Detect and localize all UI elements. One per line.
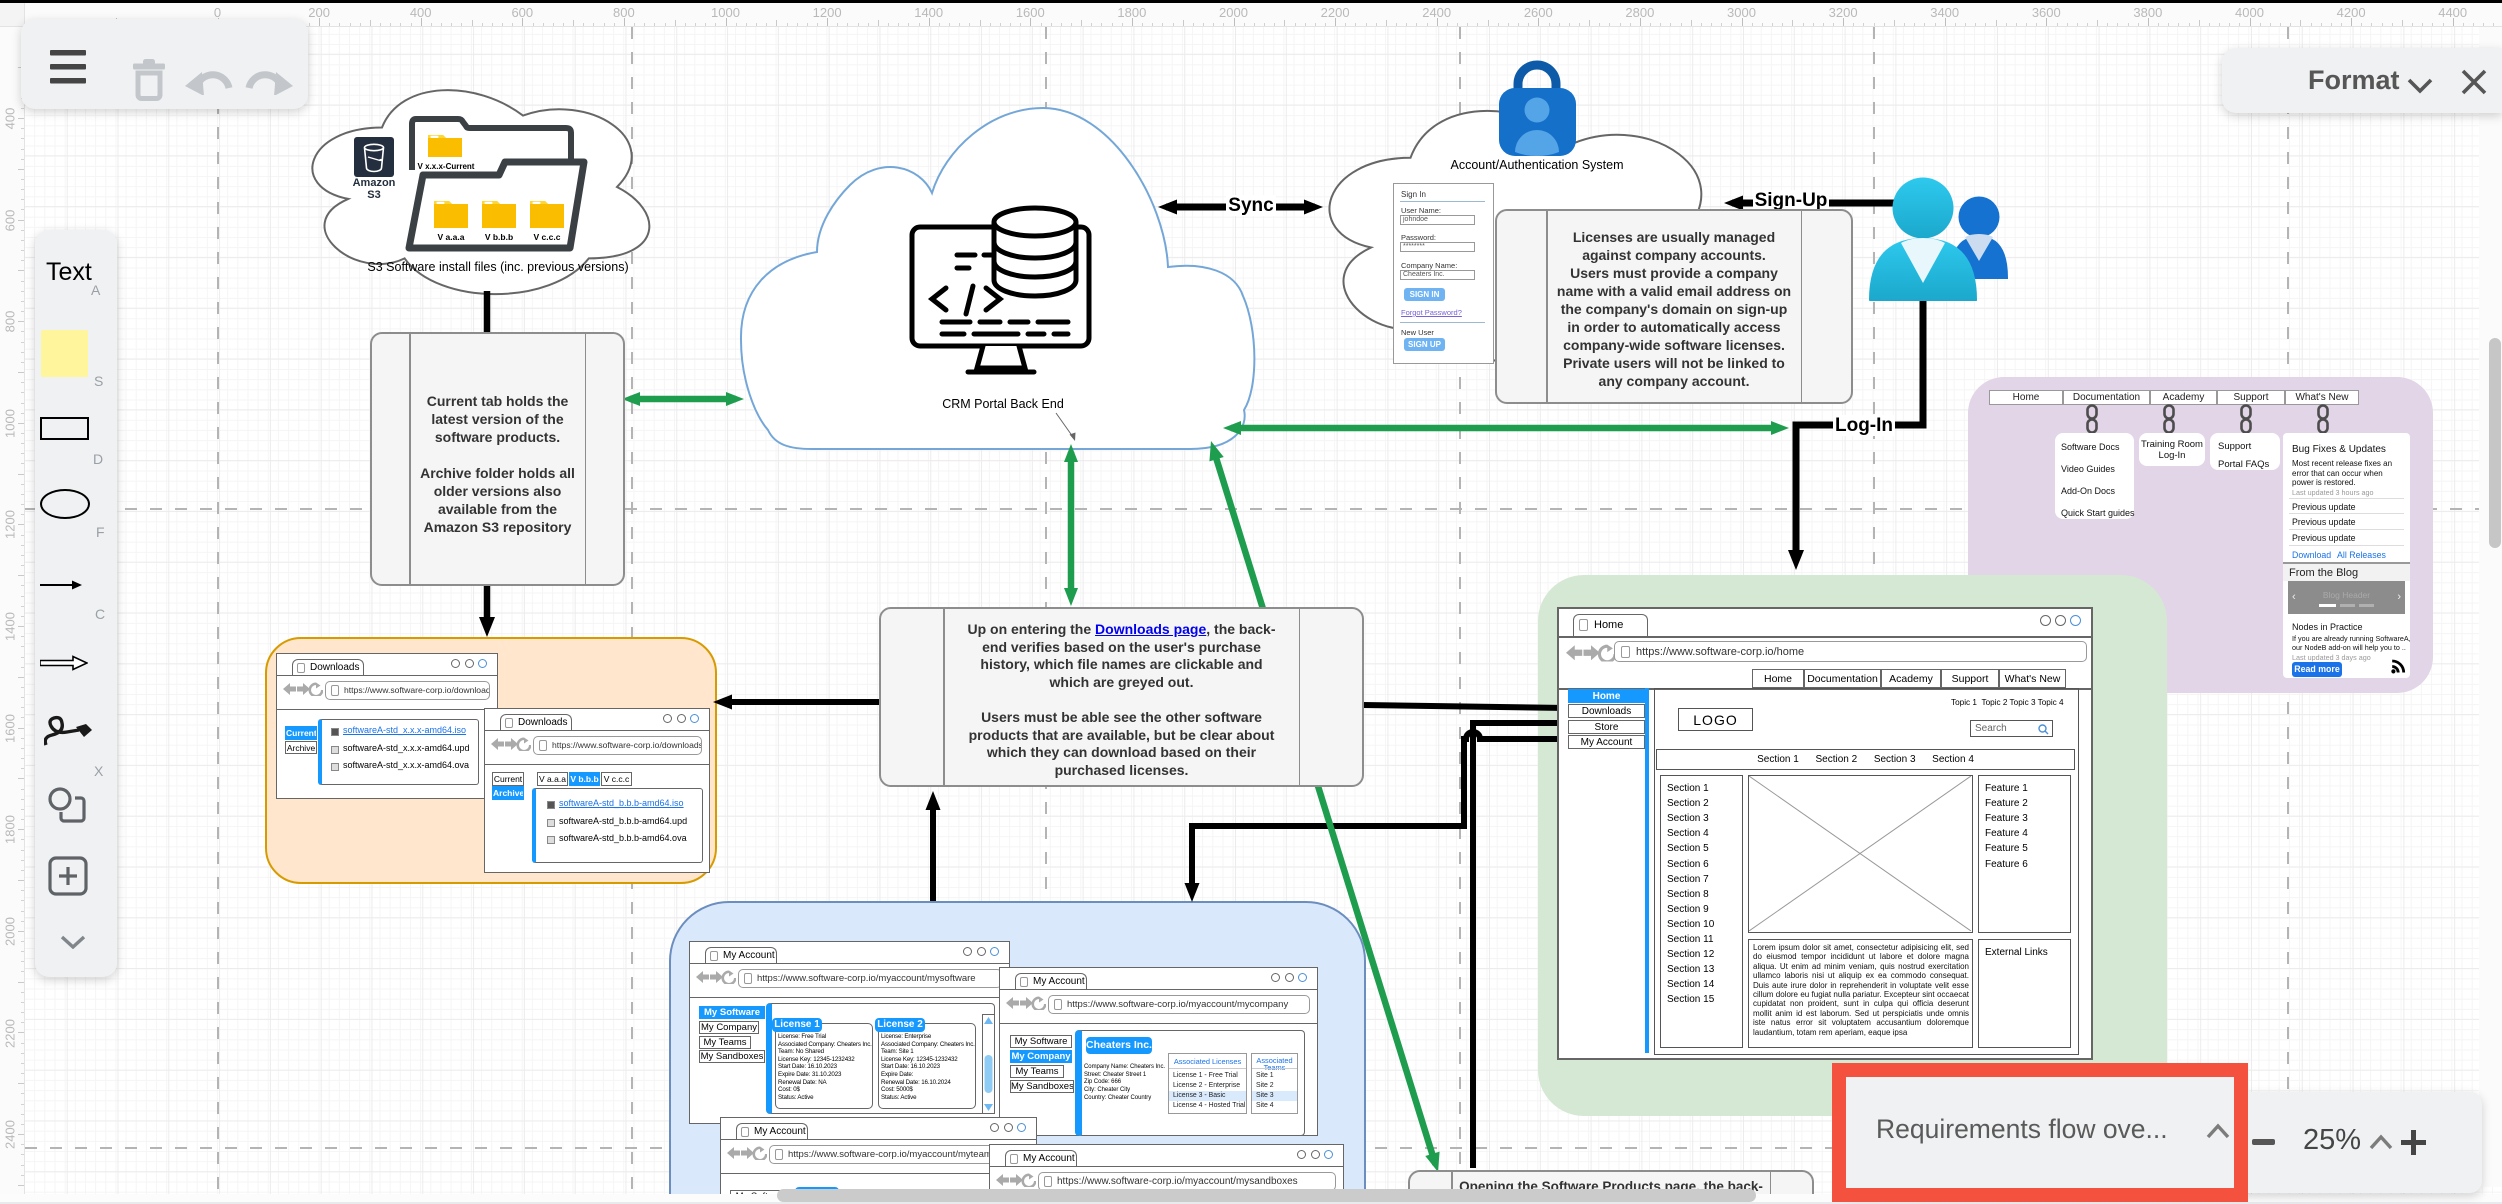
svg-text:V b.b.b: V b.b.b [485, 232, 513, 242]
svg-text:V x.x.x-Current: V x.x.x-Current [418, 162, 475, 171]
svg-text:CRM Portal Back End: CRM Portal Back End [942, 397, 1064, 411]
svg-text:V a.a.a: V a.a.a [438, 232, 465, 242]
svg-text:Account/Authentication System: Account/Authentication System [1450, 158, 1623, 172]
svg-text:Amazon: Amazon [353, 177, 396, 189]
svg-text:S3: S3 [367, 189, 380, 201]
svg-text:V c.c.c: V c.c.c [534, 232, 561, 242]
svg-text:S3 Software install files (inc: S3 Software install files (inc. previous… [367, 260, 628, 274]
